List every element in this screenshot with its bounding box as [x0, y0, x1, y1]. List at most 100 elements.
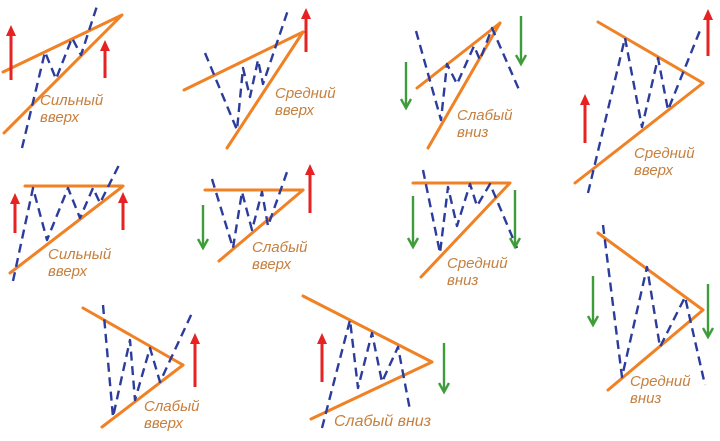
- label-line: Средний: [447, 255, 508, 272]
- pattern-6-weak-up: [196, 164, 315, 263]
- label-line: вниз: [457, 124, 489, 141]
- arrow-head: [580, 94, 590, 105]
- lower-trendline: [309, 360, 434, 421]
- arrow-head: [437, 382, 451, 395]
- up-arrow-red: [580, 94, 590, 143]
- lower-trendline: [606, 308, 705, 392]
- label-line: вверх: [275, 102, 315, 119]
- down-arrow-green: [701, 284, 715, 340]
- pattern-1-strong-up: [1, 5, 124, 149]
- pattern-4-medium-up: [573, 9, 713, 194]
- upper-trendline: [301, 294, 434, 364]
- arrow-head: [701, 327, 715, 340]
- lower-trendline: [2, 14, 123, 135]
- up-arrow-red: [118, 192, 128, 230]
- up-arrow-red: [317, 333, 327, 382]
- label-line: Сильный: [40, 92, 104, 109]
- arrow-head: [118, 192, 128, 203]
- upper-trendline: [596, 231, 705, 312]
- lower-trendline: [217, 188, 305, 263]
- price-zigzag: [421, 169, 519, 255]
- pattern-10-weak-down: [301, 294, 451, 429]
- label-line: Средний: [634, 145, 695, 162]
- label-line: вверх: [144, 415, 184, 432]
- arrow-head: [6, 25, 16, 36]
- down-arrow-green: [508, 190, 522, 250]
- down-arrow-green: [586, 276, 600, 328]
- arrow-head: [514, 54, 528, 67]
- pattern-2-medium-up: [182, 8, 311, 150]
- down-arrow-green: [514, 16, 528, 67]
- arrow-head: [305, 164, 315, 175]
- lower-trendline: [100, 363, 185, 429]
- arrow-head: [406, 237, 420, 250]
- up-arrow-red: [301, 8, 311, 52]
- pattern-5-strong-up: [8, 162, 128, 282]
- label-line: Слабый вниз: [334, 413, 432, 430]
- price-zigzag: [320, 318, 412, 429]
- arrow-head: [399, 98, 413, 111]
- price-zigzag: [20, 5, 99, 149]
- label-line: вверх: [634, 162, 674, 179]
- price-zigzag: [203, 9, 290, 132]
- arrow-head: [100, 40, 110, 51]
- arrow-head: [508, 237, 522, 250]
- label-line: Слабый: [144, 398, 200, 415]
- arrow-head: [196, 238, 210, 251]
- arrow-head: [317, 333, 327, 344]
- label-line: вниз: [447, 272, 479, 289]
- up-arrow-red: [10, 193, 20, 233]
- arrow-head: [190, 333, 200, 344]
- pattern-3-weak-down: [399, 16, 528, 150]
- up-arrow-red: [305, 164, 315, 213]
- down-arrow-green: [196, 205, 210, 251]
- arrow-head: [586, 315, 600, 328]
- down-arrow-green: [437, 343, 451, 395]
- up-arrow-red: [6, 25, 16, 80]
- price-zigzag: [101, 304, 194, 419]
- upper-trendline: [1, 13, 124, 74]
- upper-trendline: [596, 20, 705, 85]
- upper-trendline: [182, 30, 305, 92]
- label-line: вверх: [48, 263, 88, 280]
- price-zigzag: [11, 162, 122, 282]
- price-zigzag: [414, 26, 522, 122]
- lower-trendline: [419, 182, 511, 279]
- lower-trendline: [225, 30, 305, 150]
- pattern-7-medium-down: [406, 169, 522, 279]
- up-arrow-red: [100, 40, 110, 78]
- label-line: Сильный: [48, 246, 112, 263]
- price-zigzag: [586, 27, 703, 194]
- pattern-9-weak-up: [81, 304, 200, 429]
- label-line: Средний: [630, 373, 691, 390]
- down-arrow-green: [406, 196, 420, 250]
- label-line: Средний: [275, 85, 336, 102]
- lower-trendline: [8, 185, 124, 275]
- lower-trendline: [426, 21, 502, 150]
- upper-trendline: [415, 21, 502, 90]
- up-arrow-red: [703, 9, 713, 56]
- arrow-head: [10, 193, 20, 204]
- arrow-head: [703, 9, 713, 20]
- arrow-head: [301, 8, 311, 19]
- pattern-8-medium-down: [586, 224, 715, 392]
- upper-trendline: [81, 306, 185, 367]
- down-arrow-green: [399, 62, 413, 111]
- up-arrow-red: [190, 333, 200, 387]
- price-zigzag: [601, 224, 707, 386]
- label-line: вниз: [630, 390, 662, 407]
- lower-trendline: [573, 81, 705, 185]
- label-line: вверх: [40, 109, 80, 126]
- price-zigzag: [210, 171, 289, 250]
- label-line: Слабый: [457, 107, 513, 124]
